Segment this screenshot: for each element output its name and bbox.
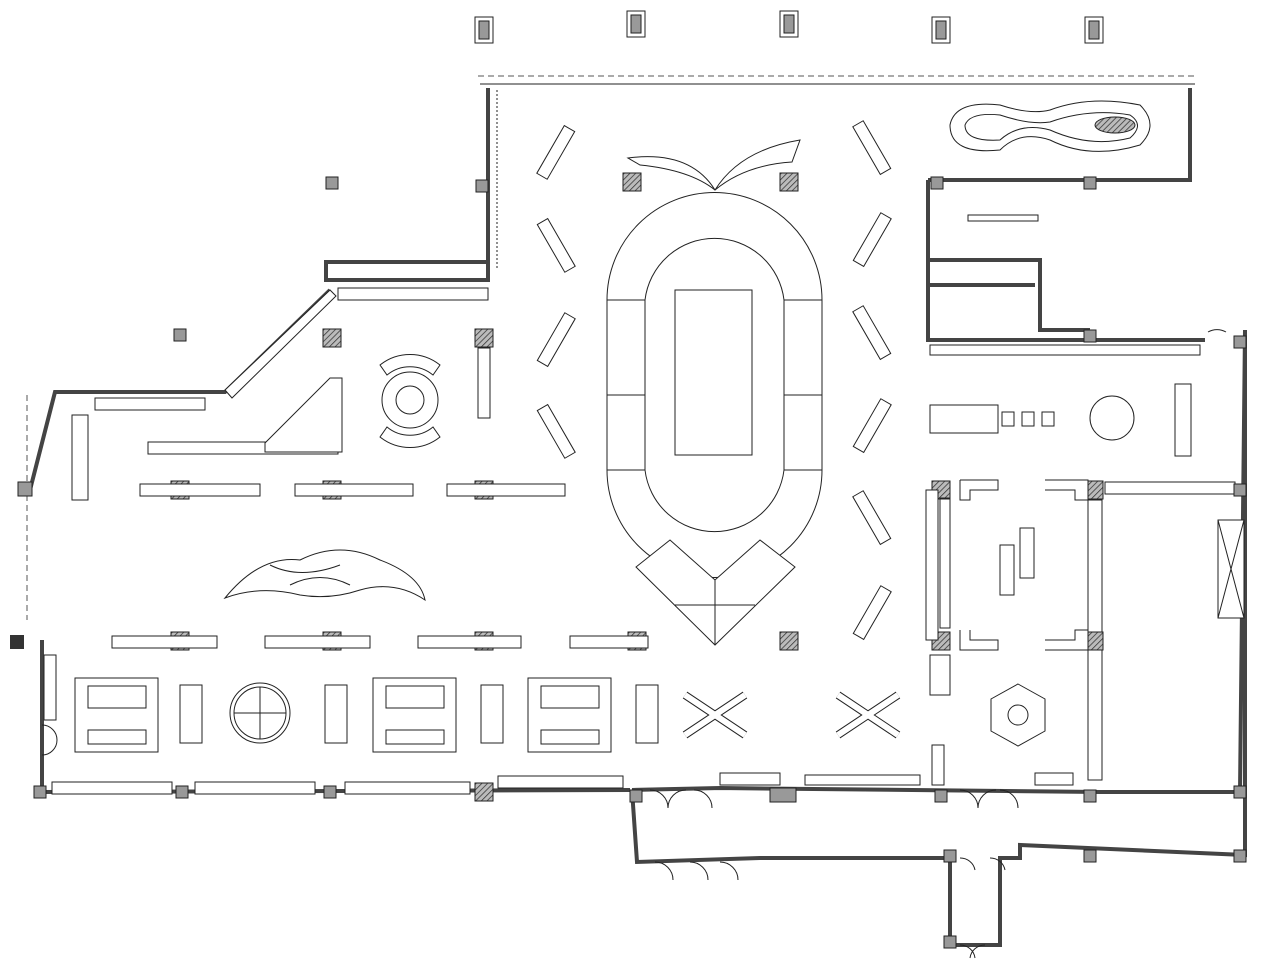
loop-feature bbox=[949, 100, 1151, 152]
car-icon bbox=[1084, 16, 1104, 44]
parking-cars bbox=[474, 10, 1104, 44]
right-area-fixtures bbox=[719, 214, 1135, 786]
gondola-shelves bbox=[111, 483, 649, 649]
car-icon bbox=[626, 10, 646, 38]
car-icon bbox=[931, 16, 951, 44]
columns bbox=[10, 172, 1247, 949]
x-displays bbox=[682, 691, 901, 739]
display-tables bbox=[74, 677, 659, 753]
car-icon bbox=[474, 16, 494, 44]
sculpture-icon bbox=[223, 549, 426, 602]
central-oval-display bbox=[606, 139, 823, 646]
door-icon bbox=[41, 329, 1227, 959]
boundary-lines bbox=[26, 75, 1195, 620]
wall-shelving bbox=[43, 287, 1245, 795]
angled-display-panels bbox=[536, 120, 892, 641]
hexagon-display bbox=[990, 683, 1046, 747]
car-icon bbox=[779, 10, 799, 38]
circular-lounge bbox=[379, 353, 441, 449]
